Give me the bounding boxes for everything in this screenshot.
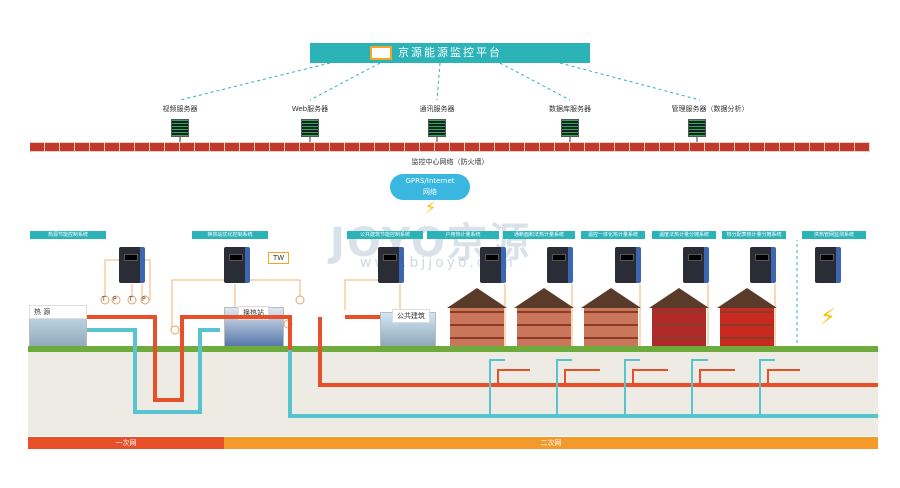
- controller-icon: [378, 247, 404, 283]
- monitor-icon: [370, 46, 392, 60]
- server-label: 数据库服务器: [549, 105, 591, 113]
- system-tag: 热源节能控制系统: [30, 231, 106, 239]
- lightning-icon: ⚡: [425, 198, 437, 217]
- pressure-sensor-label: P: [142, 296, 146, 303]
- system-tag: 公共建筑节能控制系统: [347, 231, 423, 239]
- controller-icon: [815, 247, 841, 283]
- server-icon: [688, 119, 706, 137]
- system-tag: 温控一体化热计量系统: [581, 231, 645, 239]
- secondary-network-bar: 二次网: [224, 437, 878, 449]
- server-icon: [561, 119, 579, 137]
- server-label: 通讯服务器: [419, 105, 455, 113]
- platform-title: 京源能源监控平台: [310, 43, 590, 63]
- cloud-line1: GPRS/Internet: [405, 177, 455, 185]
- tw-sensor: TW: [268, 252, 290, 264]
- house-icon: [581, 288, 641, 350]
- connection-lines: [179, 62, 701, 143]
- controller-icon: [547, 247, 573, 283]
- server-icon: [428, 119, 446, 137]
- system-tag: 供热管网监测系统: [802, 231, 866, 239]
- system-tag: 热分配表热计量分摊系统: [722, 231, 786, 239]
- server-label: 视频服务器: [162, 105, 198, 113]
- public-building-label: 公共建筑: [392, 309, 430, 323]
- ground: [28, 350, 878, 436]
- house-icon: [447, 288, 507, 350]
- house-icon: [649, 288, 709, 350]
- platform-title-text: 京源能源监控平台: [398, 46, 502, 59]
- pressure-sensor-label: P: [113, 296, 117, 303]
- system-tag: 户用热计量系统: [427, 231, 499, 239]
- server-label: Web服务器: [291, 105, 329, 113]
- controller-icon: [480, 247, 506, 283]
- temp-sensor-label: T: [129, 296, 133, 303]
- server-label: 管理服务器（数据分析）: [671, 105, 749, 113]
- system-tag: 温度法热计量分摊系统: [652, 231, 716, 239]
- temp-sensor-label: T: [102, 296, 106, 303]
- network-label: 监控中心网络（防火墙）: [411, 158, 489, 166]
- house-icon: [514, 288, 574, 350]
- controller-icon: [119, 247, 145, 283]
- controller-icon: [750, 247, 776, 283]
- controller-icon: [224, 247, 250, 283]
- cloud-icon: GPRS/Internet 网络: [390, 174, 470, 200]
- grass: [28, 346, 878, 352]
- lightning-icon: ⚡: [820, 305, 836, 330]
- house-icon: [717, 288, 777, 350]
- controller-icon: [683, 247, 709, 283]
- system-tag: 通断面积法热计量系统: [503, 231, 575, 239]
- heat-source-label: 热 源: [29, 305, 87, 319]
- primary-network-bar: 一次网: [28, 437, 224, 449]
- cloud-line2: 网络: [423, 188, 437, 196]
- firewall: [30, 142, 870, 152]
- controller-icon: [615, 247, 641, 283]
- server-icon: [301, 119, 319, 137]
- server-icon: [171, 119, 189, 137]
- system-tag: 换热站优化控制系统: [192, 231, 268, 239]
